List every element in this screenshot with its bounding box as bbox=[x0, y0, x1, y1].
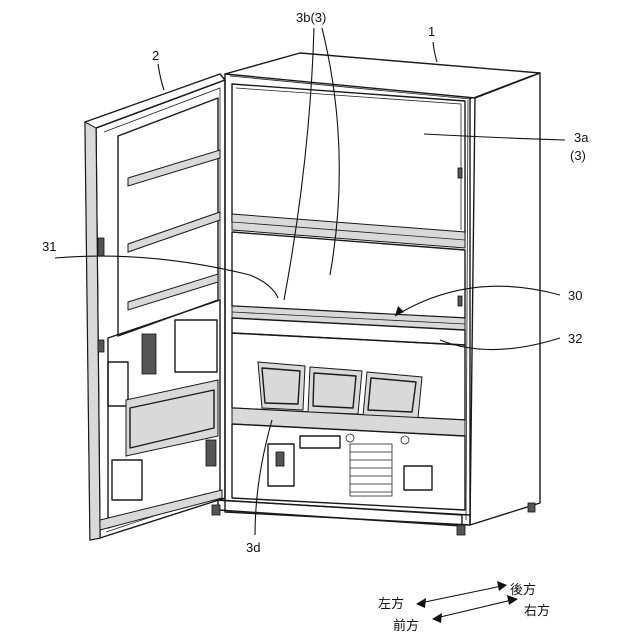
direction-back: 後方 bbox=[510, 582, 536, 598]
label-3d: 3d bbox=[246, 540, 260, 555]
label-3b: 3b(3) bbox=[296, 10, 326, 25]
open-door-2 bbox=[85, 74, 225, 540]
grille-lines bbox=[350, 452, 392, 492]
machine-room bbox=[232, 424, 465, 510]
label-30: 30 bbox=[568, 288, 582, 303]
label-3a-sub: (3) bbox=[570, 148, 586, 163]
direction-front: 前方 bbox=[393, 618, 419, 634]
label-1: 1 bbox=[428, 24, 435, 39]
arrow-back-icon bbox=[497, 581, 507, 591]
label-32: 32 bbox=[568, 331, 582, 346]
direction-indicator: 左方 後方 前方 右方 bbox=[378, 581, 550, 634]
label-31: 31 bbox=[42, 239, 56, 254]
leader-lines bbox=[55, 28, 565, 535]
direction-left: 左方 bbox=[378, 596, 404, 612]
direction-right: 右方 bbox=[524, 603, 550, 619]
label-2: 2 bbox=[152, 48, 159, 63]
arrow-front-icon bbox=[432, 613, 442, 623]
upper-compartment-3a bbox=[232, 84, 465, 306]
reference-labels: 1 2 3b(3) 3a (3) 31 30 32 3d bbox=[42, 10, 589, 555]
product-chutes-3d bbox=[232, 333, 465, 436]
arrow-left-icon bbox=[416, 598, 426, 608]
label-3a: 3a bbox=[574, 130, 589, 145]
lower-compartment-3b bbox=[232, 232, 465, 345]
cabinet-body bbox=[205, 53, 540, 535]
